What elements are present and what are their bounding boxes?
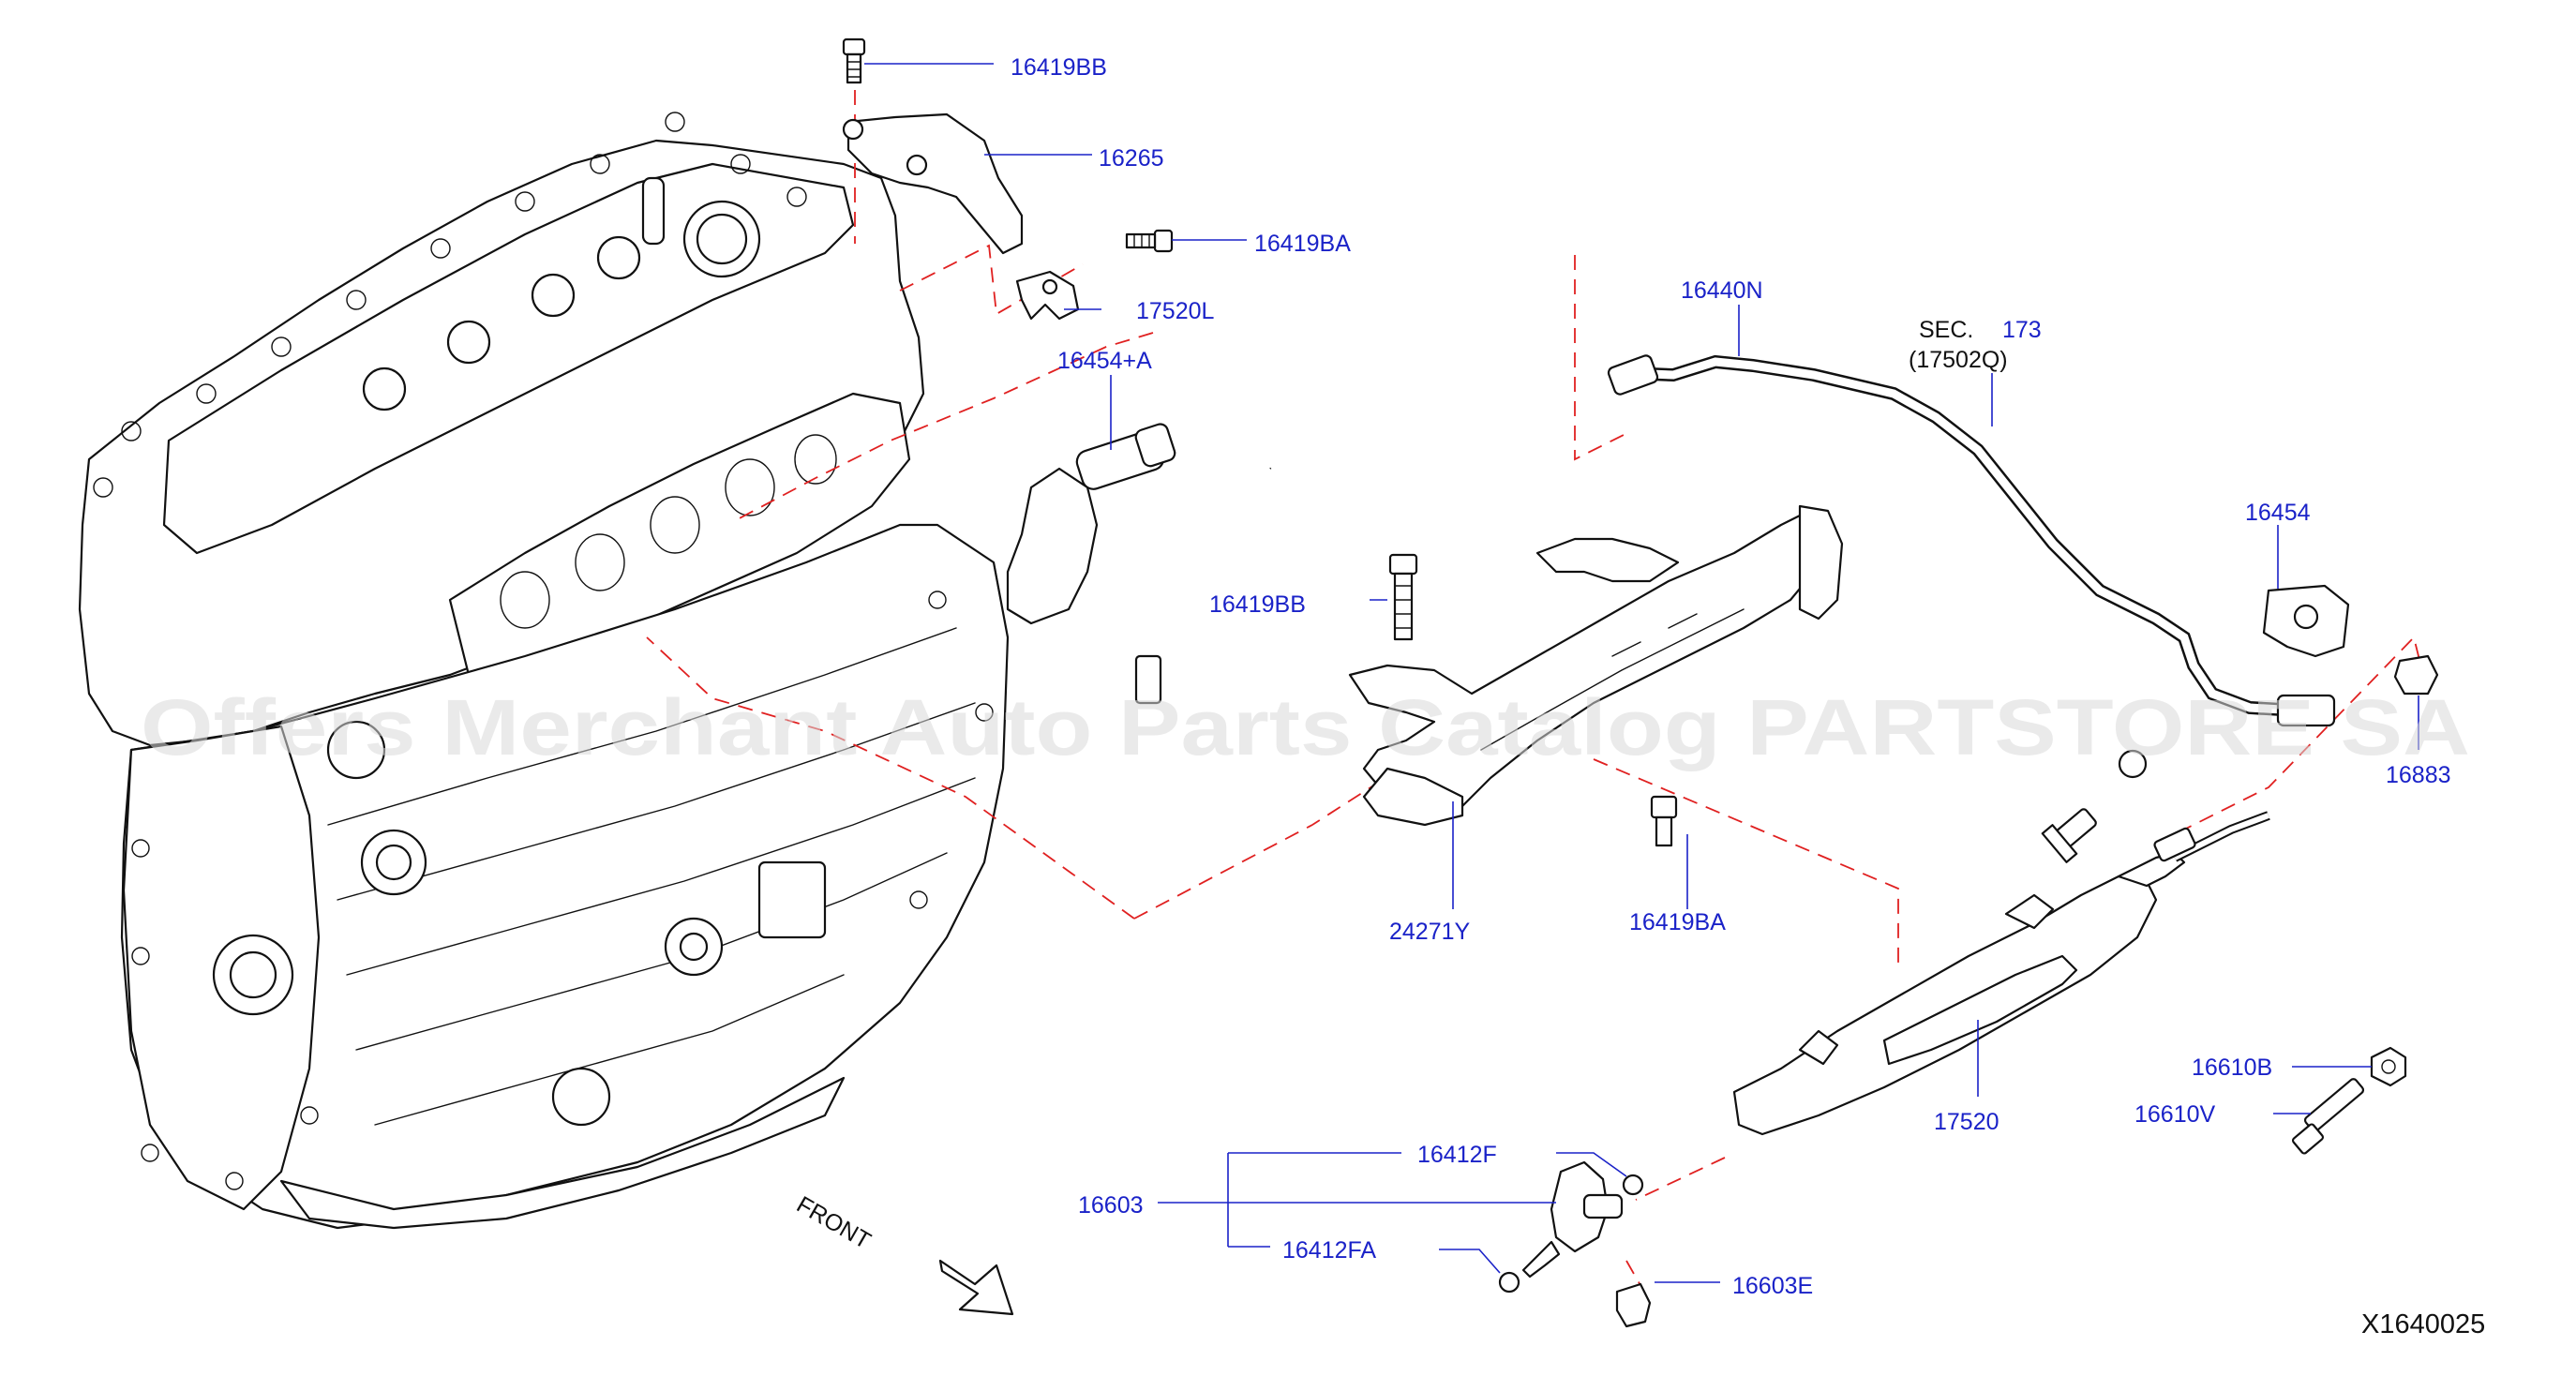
label-16454: 16454	[2245, 500, 2311, 526]
label-16610V: 16610V	[2134, 1101, 2216, 1128]
bolt-16419BA-top	[1125, 229, 1174, 253]
label-sec-prefix: SEC.	[1919, 317, 1973, 343]
label-16419BB-mid: 16419BB	[1209, 591, 1306, 618]
fuel-rail-17520	[1732, 811, 2270, 1136]
bracket-16265	[842, 112, 1024, 255]
injector-16603	[1521, 1160, 1624, 1279]
label-16603E: 16603E	[1732, 1273, 1813, 1299]
label-16883: 16883	[2386, 762, 2451, 788]
label-sec-number: 173	[2002, 317, 2042, 343]
stud-16610V	[2291, 1078, 2365, 1155]
diagram-code: X1640025	[2361, 1309, 2485, 1339]
fuel-hose-curved	[1134, 465, 1274, 705]
label-16412FA: 16412FA	[1282, 1237, 1376, 1264]
oring-16412FA	[1498, 1271, 1520, 1294]
fuel-tube-16440N	[1607, 354, 2336, 727]
clip-16603E	[1615, 1282, 1652, 1328]
label-16440N: 16440N	[1681, 277, 1763, 304]
nut-16610B	[2370, 1046, 2407, 1087]
label-16603: 16603	[1078, 1192, 1144, 1219]
front-arrow-icon	[938, 1259, 1014, 1316]
oring-16412F	[1622, 1174, 1644, 1196]
engine-assembly-illustration	[78, 112, 1010, 1230]
label-16419BA-top: 16419BA	[1254, 231, 1351, 257]
label-16265: 16265	[1099, 145, 1164, 172]
label-16412F: 16412F	[1417, 1142, 1497, 1168]
label-17520: 17520	[1934, 1109, 1999, 1135]
hose-connector-16454A	[1006, 423, 1176, 625]
label-sec-sub: (17502Q)	[1909, 347, 2008, 373]
leader-lines	[864, 63, 2419, 1283]
label-16610B: 16610B	[2192, 1054, 2272, 1081]
label-front: FRONT	[792, 1191, 876, 1254]
clip-16883	[2393, 654, 2439, 696]
clip-17520L	[1015, 270, 1080, 321]
label-24271Y: 24271Y	[1389, 919, 1471, 945]
stud-near-rail	[2041, 749, 2148, 863]
bolt-16419BB-top	[842, 37, 866, 84]
watermark-text: Offers Merchant Auto Parts Catalog PARTS…	[141, 683, 2470, 771]
bolt-16419BA-mid	[1650, 795, 1678, 847]
label-16454A: 16454+A	[1057, 348, 1152, 374]
label-16419BB-top: 16419BB	[1011, 54, 1107, 81]
label-17520L: 17520L	[1136, 298, 1215, 324]
assembly-dashed-lines	[646, 66, 2424, 1294]
harness-bracket-24271Y	[1348, 504, 1844, 827]
bolt-16419BB-mid	[1388, 553, 1418, 641]
connector-16454	[2262, 584, 2350, 658]
label-16419BA-mid: 16419BA	[1629, 909, 1726, 935]
